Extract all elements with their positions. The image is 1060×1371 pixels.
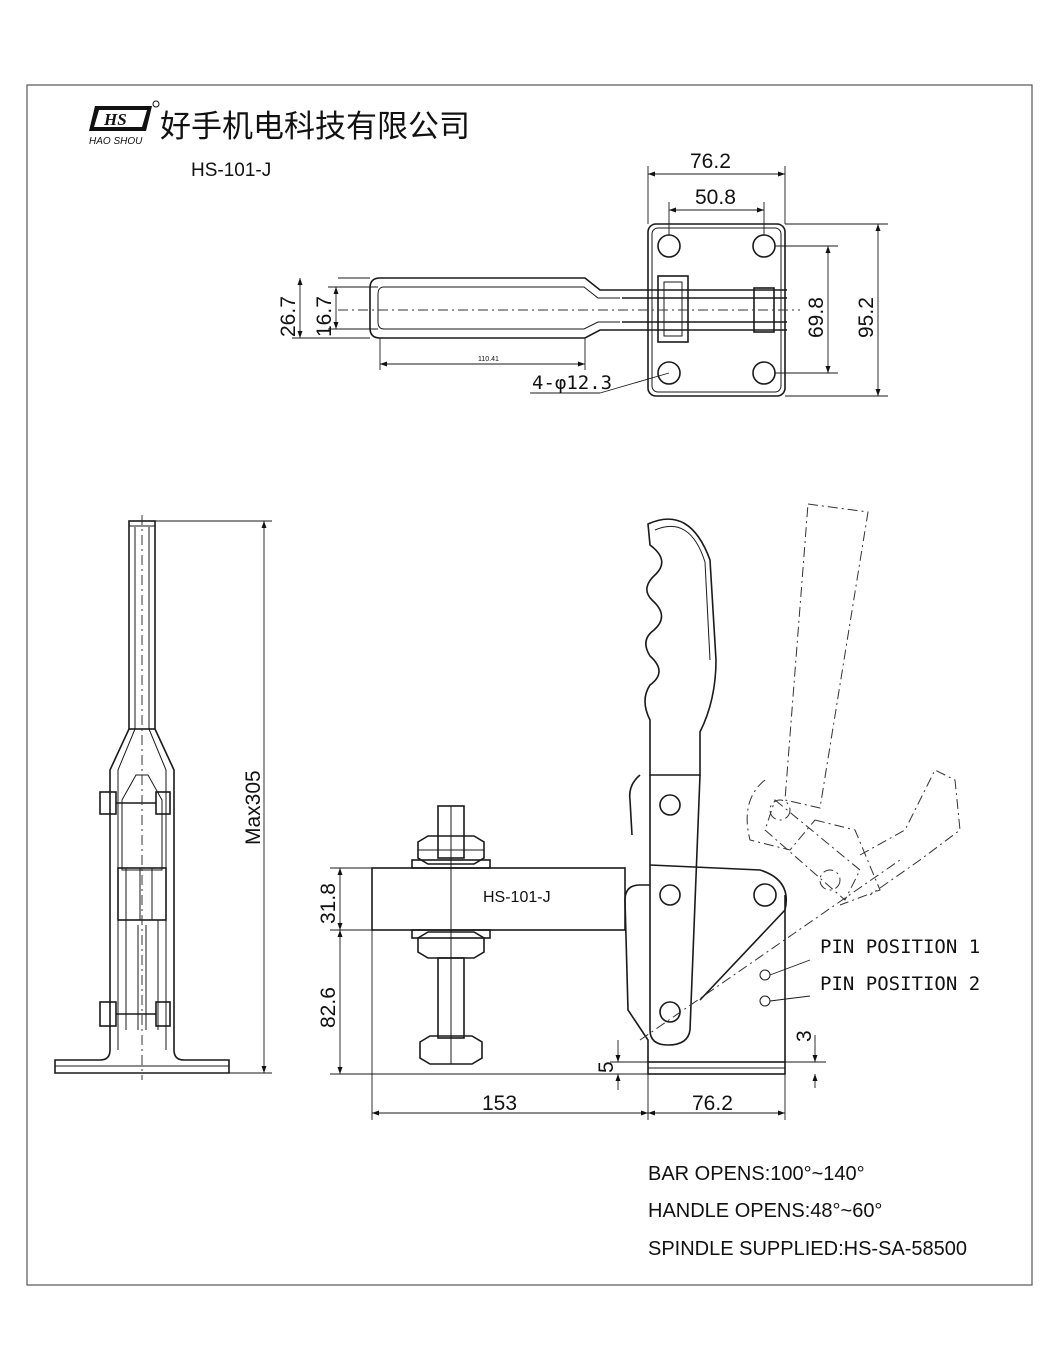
dim-base-thickness: 5 <box>595 1061 618 1073</box>
note-spindle-supplied: SPINDLE SUPPLIED:HS-SA-58500 <box>648 1238 967 1260</box>
dim-base-height: 95.2 <box>855 297 878 338</box>
logo-subtext: HAO SHOU <box>89 136 143 147</box>
side-view-dimensions: Max305 <box>155 520 272 1074</box>
dim-vertical-hole-spacing: 69.8 <box>805 297 828 338</box>
company-logo: HS HAO SHOU <box>89 100 160 147</box>
logo-text: HS <box>103 110 127 129</box>
dim-bar-height: 31.8 <box>317 883 340 924</box>
dim-holes: 4-φ12.3 <box>532 372 612 394</box>
front-view-dimensions: 31.8 82.6 153 76.2 5 3 <box>317 867 826 1120</box>
note-bar-opens: BAR OPENS:100°~140° <box>648 1163 865 1185</box>
dim-base-length: 76.2 <box>692 1092 733 1115</box>
dim-handle-inner: 16.7 <box>313 296 336 337</box>
dim-pin-offset: 3 <box>793 1030 816 1042</box>
company-name: 好手机电科技有限公司 <box>160 109 470 145</box>
top-view-dimensions: 76.2 50.8 95.2 69.8 26.7 16.7 110.41 4-φ… <box>277 150 888 397</box>
dim-bar-to-base: 82.6 <box>317 987 340 1028</box>
note-handle-opens: HANDLE OPENS:48°~60° <box>648 1200 882 1222</box>
dim-hole-spacing: 50.8 <box>695 186 736 209</box>
dim-handle-length: 110.41 <box>478 356 499 363</box>
dim-handle-outer: 26.7 <box>277 296 300 337</box>
dim-top-width: 76.2 <box>690 150 731 173</box>
pin-position-2: PIN POSITION 2 <box>820 973 980 995</box>
side-view <box>54 515 230 1080</box>
pin-position-1: PIN POSITION 1 <box>820 936 980 958</box>
dim-max-height: Max305 <box>242 770 265 845</box>
model-number: HS-101-J <box>191 160 271 181</box>
top-view <box>338 223 800 397</box>
front-view: HS-101-J PIN POSITION 1 PIN POSITION 2 <box>371 503 980 1075</box>
dim-bar-length: 153 <box>482 1092 517 1115</box>
drawing-border <box>26 84 1033 1286</box>
bar-label: HS-101-J <box>483 889 551 906</box>
spec-notes: BAR OPENS:100°~140° HANDLE OPENS:48°~60°… <box>648 1163 967 1260</box>
